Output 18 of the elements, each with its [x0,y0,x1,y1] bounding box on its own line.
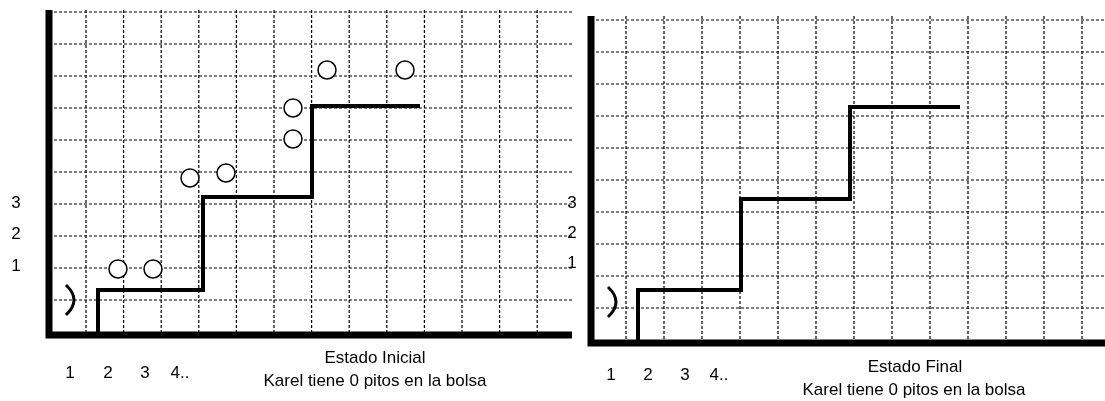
row-number: 1 [11,256,21,276]
panel-caption: Karel tiene 0 pitos en la bolsa [263,371,487,391]
row-number: 3 [11,193,21,213]
column-number: 2 [103,363,113,383]
row-number: 3 [567,193,577,213]
column-number: 3 [680,365,690,385]
row-number: 1 [567,253,577,273]
column-number: 3 [140,363,150,383]
column-number: 4.. [170,363,190,383]
column-number: 1 [65,363,75,383]
column-number: 2 [643,365,653,385]
column-number: 1 [606,365,616,385]
panel-caption: Karel tiene 0 pitos en la bolsa [802,380,1026,400]
row-number: 2 [11,224,21,244]
panel-title: Estado Final [867,357,963,377]
column-number: 4.. [709,365,729,385]
panel-title: Estado Inicial [324,348,426,368]
row-number: 2 [567,223,577,243]
